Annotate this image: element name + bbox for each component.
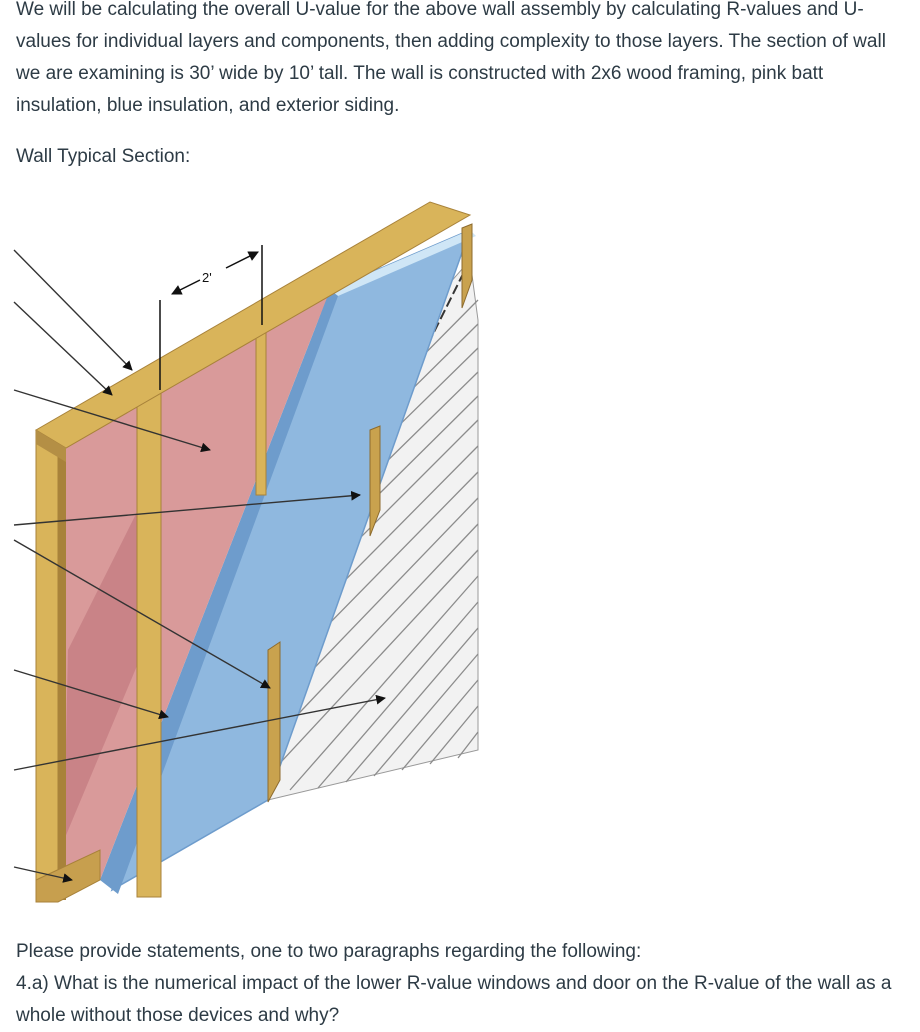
intro-paragraph: We will be calculating the overall U-val… (16, 0, 886, 116)
dimension-label: 2' (202, 270, 212, 285)
dimension-indicator (159, 245, 263, 390)
wood-top-plate-face (36, 430, 66, 462)
wood-stud (255, 324, 267, 496)
wood-stud (58, 440, 66, 900)
prompt-text: Please provide statements, one to two pa… (16, 941, 642, 962)
question-text: 4.a) What is the numerical impact of the… (16, 973, 892, 1026)
wood-stud (136, 386, 162, 898)
wood-stud (35, 429, 59, 901)
blue-insulation-top (330, 230, 476, 296)
furring-strip (461, 223, 473, 309)
furring-strip (369, 425, 381, 537)
section-label: Wall Typical Section: (16, 146, 191, 167)
furring-strip (267, 641, 281, 803)
callout-leaders (13, 249, 386, 883)
pink-batt-fold (64, 482, 152, 840)
wall-section-diagram: 2' (13, 201, 479, 903)
